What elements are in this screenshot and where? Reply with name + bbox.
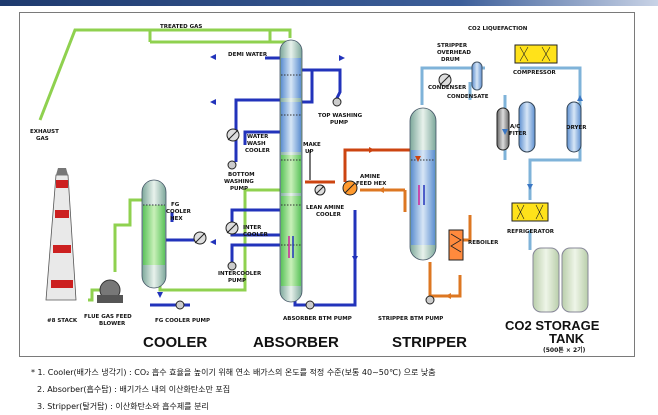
- ac-filter: [496, 101, 536, 153]
- label-top-washing-pump-1: TOP WASHING: [318, 113, 363, 119]
- note-text: : 이산화탄소와 흡수제를 분리: [107, 402, 209, 411]
- note-text: : CO₂ 흡수 효율을 높이기 위해 연소 배가스의 온도를 적정 수준(보통…: [126, 368, 436, 377]
- label-intercooler-pump-1: INTERCOOLER: [218, 271, 262, 277]
- label-top-washing-pump-2: PUMP: [330, 120, 348, 126]
- amine-arrows: [369, 147, 421, 162]
- note-text: : 배기가스 내의 이산화탄소만 포집: [111, 385, 231, 394]
- label-overhead-drum-1: STRIPPER: [437, 43, 468, 49]
- label-ac-filter-2: FITER: [509, 131, 527, 137]
- label-amine-feed-hex-2: FEED HEX: [356, 181, 387, 187]
- process-flow-diagram: TREATED GAS EXHAUST GAS DEMI WATER CO2 L…: [30, 24, 600, 354]
- absorber-btm-pump: [305, 300, 315, 310]
- fg-cooler-hex: [193, 231, 207, 245]
- flow-arrows: [157, 54, 358, 298]
- label-flue-gas-feed-blower-1: FLUE GAS FEED: [84, 314, 132, 320]
- label-absorber-btm-pump: ABSORBER BTM PUMP: [283, 316, 352, 322]
- top-washing-pump: [332, 97, 342, 107]
- label-fg-cooler-hex-3: HEX: [170, 216, 183, 222]
- lean-amine-cooler: [314, 184, 326, 196]
- notes-section: * 1. Cooler(배가스 냉각기) : CO₂ 흡수 효율을 높이기 위해…: [31, 364, 641, 415]
- treated-gas-line: [38, 28, 292, 121]
- label-overhead-drum-2: OVERHEAD: [437, 50, 471, 56]
- dryer: [566, 101, 582, 153]
- label-condensate: CONDENSATE: [447, 94, 489, 100]
- label-stripper-btm-pump: STRIPPER BTM PUMP: [378, 316, 443, 322]
- note-term: Absorber(흡수탑): [47, 385, 112, 394]
- section-title-cooler: COOLER: [143, 334, 207, 351]
- label-fg-cooler-pump: FG COOLER PUMP: [155, 318, 210, 324]
- label-exhaust-gas-2: GAS: [36, 136, 49, 142]
- note-term: Stripper(탈거탑): [47, 402, 108, 411]
- label-make-up-2: UP: [305, 149, 314, 155]
- label-reboiler: REBOILER: [468, 240, 499, 246]
- intercooler-pump: [227, 261, 237, 271]
- condenser: [438, 73, 452, 87]
- label-treated-gas: TREATED GAS: [160, 24, 202, 30]
- note-number: 3.: [37, 402, 45, 411]
- label-stack: #8 STACK: [47, 318, 78, 324]
- compressor: [514, 44, 558, 64]
- label-make-up-1: MAKE: [303, 142, 321, 148]
- bottom-washing-pump: [227, 160, 237, 170]
- label-bottom-washing-pump-2: WASHING: [224, 179, 254, 185]
- co2-storage-tank: [532, 247, 589, 313]
- storage-tank-capacity: (500톤 × 2기): [543, 346, 586, 354]
- label-lean-amine-cooler-1: LEAN AMINE: [306, 205, 344, 211]
- label-intercooler-pump-2: PUMP: [228, 278, 246, 284]
- note-number: 2.: [37, 385, 45, 394]
- label-lean-amine-cooler-2: COOLER: [316, 212, 342, 218]
- label-ac-filter-1: A/C: [510, 124, 520, 130]
- note-number: 1.: [37, 368, 46, 377]
- label-refrigerator: REFRIGERATOR: [507, 229, 555, 235]
- refrigerator: [511, 202, 549, 222]
- note-item: 3. Stripper(탈거탑) : 이산화탄소와 흡수제를 분리: [31, 398, 641, 415]
- section-title-absorber: ABSORBER: [253, 334, 339, 351]
- flue-gas-lines: [88, 28, 290, 302]
- label-fg-cooler-hex-2: COOLER: [166, 209, 192, 215]
- label-condenser: CONDENSER: [428, 85, 467, 91]
- flue-gas-feed-blower: [97, 279, 123, 303]
- note-term: Cooler(배가스 냉각기): [47, 368, 127, 377]
- label-bottom-washing-pump-1: BOTTOM: [228, 172, 255, 178]
- label-compressor: COMPRESSOR: [513, 70, 557, 76]
- storage-tank-title-2: TANK: [549, 331, 585, 346]
- label-co2-liquefaction: CO2 LIQUEFACTION: [468, 26, 528, 32]
- label-water-wash-cooler-1: WATER: [247, 134, 269, 140]
- reboiler: [448, 229, 464, 261]
- column-internal-arrows: [288, 185, 425, 258]
- storage-tank-title-1: CO2 STORAGE: [505, 318, 600, 333]
- stack: [45, 168, 77, 301]
- stripper-btm-pump: [425, 295, 435, 305]
- label-fg-cooler-hex-1: FG: [171, 202, 180, 208]
- stripper-overhead-drum: [471, 61, 483, 91]
- note-item: 2. Absorber(흡수탑) : 배기가스 내의 이산화탄소만 포집: [31, 381, 641, 398]
- water-wash-cooler: [226, 128, 240, 142]
- co2-arrows: [502, 95, 583, 190]
- absorber-column: [279, 39, 303, 303]
- label-exhaust-gas-1: EXHAUST: [30, 129, 59, 135]
- header-bar: [0, 0, 658, 6]
- label-amine-feed-hex-1: AMINE: [360, 174, 380, 180]
- note-marker: *: [31, 368, 35, 377]
- lean-arrows: [378, 187, 451, 299]
- inter-cooler: [225, 221, 239, 235]
- label-water-wash-cooler-3: COOLER: [245, 148, 271, 154]
- label-inter-cooler-2: COOLER: [243, 232, 269, 238]
- label-demi-water: DEMI WATER: [228, 52, 268, 58]
- stripper-column: [409, 107, 437, 261]
- fg-cooler-pump: [175, 300, 185, 310]
- amine-feed-hex: [342, 180, 358, 196]
- label-bottom-washing-pump-3: PUMP: [230, 186, 248, 192]
- label-overhead-drum-3: DRUM: [441, 57, 460, 63]
- label-inter-cooler-1: INTER: [243, 225, 262, 231]
- section-title-stripper: STRIPPER: [392, 334, 467, 351]
- label-flue-gas-feed-blower-2: BLOWER: [99, 321, 126, 327]
- cooler-column: [141, 179, 167, 289]
- label-water-wash-cooler-2: WASH: [247, 141, 266, 147]
- co2-lines: [420, 66, 582, 250]
- note-item: * 1. Cooler(배가스 냉각기) : CO₂ 흡수 효율을 높이기 위해…: [31, 364, 641, 381]
- label-dryer: DRYER: [566, 125, 587, 131]
